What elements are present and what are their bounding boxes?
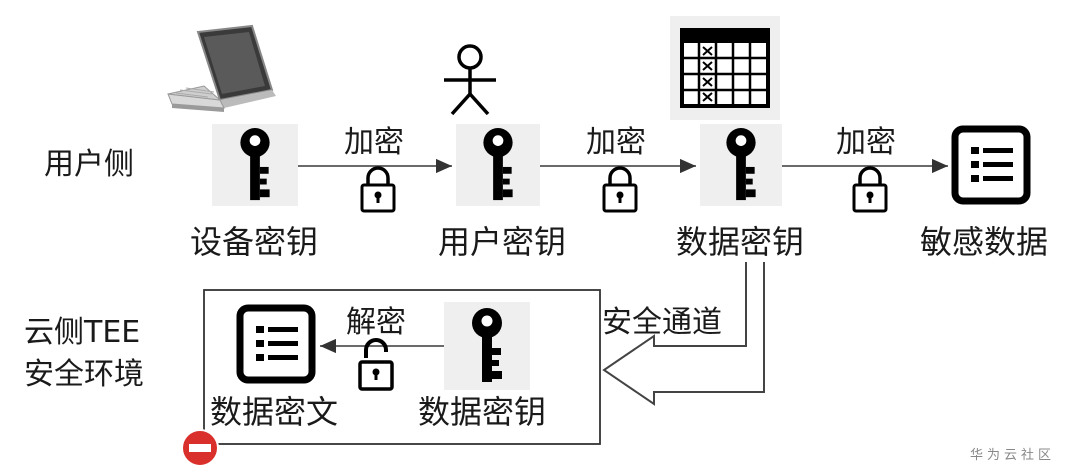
user-side-label: 用户侧 (44, 147, 134, 182)
watermark: 华为云社区 (970, 448, 1056, 463)
secure-channel-label: 安全通道 (602, 305, 722, 340)
lock-icon (600, 164, 640, 214)
device-key-label: 设备密钥 (190, 223, 319, 261)
encrypt-label: 加密 (586, 125, 646, 160)
cipher-document-icon (236, 304, 316, 384)
user-key-label: 用户密钥 (438, 223, 567, 261)
data-key-label: 数据密钥 (676, 223, 805, 261)
person-icon (438, 44, 502, 118)
laptop-icon (164, 24, 280, 124)
sensitive-data-document-icon (950, 124, 1032, 206)
cipher-data-label: 数据密文 (210, 393, 339, 431)
cloud-side-label-line2: 安全环境 (24, 357, 144, 392)
cloud-side-label-line1: 云侧TEE (24, 315, 141, 350)
secure-channel-arrow (602, 262, 765, 406)
unlocked-icon (356, 338, 396, 392)
stop-icon (180, 428, 220, 468)
user-key-icon (456, 124, 540, 206)
data-key-icon (700, 124, 782, 206)
encrypt-label: 加密 (836, 125, 896, 160)
sensitive-data-label: 敏感数据 (920, 223, 1049, 261)
device-key-icon (212, 124, 298, 206)
lock-icon (358, 164, 398, 214)
cloud-tee-box (203, 289, 601, 445)
table-icon (670, 16, 780, 120)
encrypt-label: 加密 (344, 125, 404, 160)
decrypt-label: 解密 (346, 305, 406, 340)
lock-icon (850, 164, 890, 214)
cloud-data-key-icon (444, 302, 530, 390)
cloud-data-key-label: 数据密钥 (418, 393, 547, 431)
